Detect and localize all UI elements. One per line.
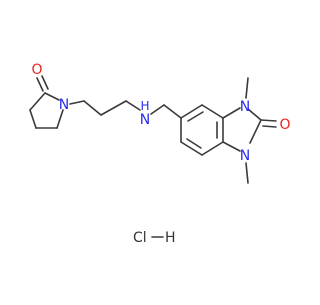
hcl-salt: Cl H	[133, 230, 176, 246]
salt-chlorine: Cl	[133, 230, 147, 246]
bond-ar4-ar5	[201, 141, 224, 156]
atom-n-benzimidazole-bottom: N	[240, 148, 250, 164]
atom-n-amine: N	[140, 112, 150, 128]
bond-ca-cb	[83, 100, 102, 116]
bond-c2-o2	[260, 119, 277, 122]
atom-o-benzimidazolone: O	[279, 117, 290, 133]
bond-cc-nh	[125, 100, 141, 111]
bond-nh-ch2	[150, 104, 165, 115]
bond-c2-o	[36, 77, 44, 92]
bond-c3-c2	[29, 92, 46, 111]
bond-ar5-ar6	[180, 141, 203, 156]
molecule-diagram: O N N H N N O Cl H	[29, 62, 291, 246]
bond-n1-c5	[56, 109, 64, 129]
bond-cb-cc	[100, 100, 127, 116]
bond-nbot-ar4	[222, 141, 241, 152]
bond-ar2-ar3	[201, 104, 224, 119]
bond-c2-o2-double	[262, 125, 277, 128]
bonds	[29, 75, 277, 184]
bond-c2-n1	[44, 92, 60, 101]
bond-ch2-ar	[163, 104, 182, 119]
bond-ar-inner-1	[187, 111, 204, 122]
bond-c4-c3	[29, 109, 37, 129]
bond-n1-ca	[69, 100, 85, 105]
bond-ntop-me	[245, 77, 249, 99]
bond-nbot-me	[245, 162, 249, 184]
atom-n-benzimidazole-top: N	[240, 99, 250, 115]
bond-ar-inner-3	[186, 138, 202, 149]
bond-ar1-ar2	[180, 104, 203, 119]
atom-labels: O N N H N N O	[31, 62, 290, 164]
bond-ntop-c2	[247, 108, 262, 121]
salt-hydrogen: H	[165, 230, 176, 246]
atom-n-pyrrolidinone: N	[59, 97, 69, 113]
atom-h-amine: H	[140, 99, 149, 113]
structure-canvas: O N N H N N O Cl H	[29, 62, 291, 246]
atom-o-pyrrolidinone: O	[31, 62, 42, 78]
bond-c2-o-double	[41, 75, 49, 90]
bond-c2-nbot	[249, 119, 262, 144]
bond-ar3-ntop	[222, 107, 241, 119]
